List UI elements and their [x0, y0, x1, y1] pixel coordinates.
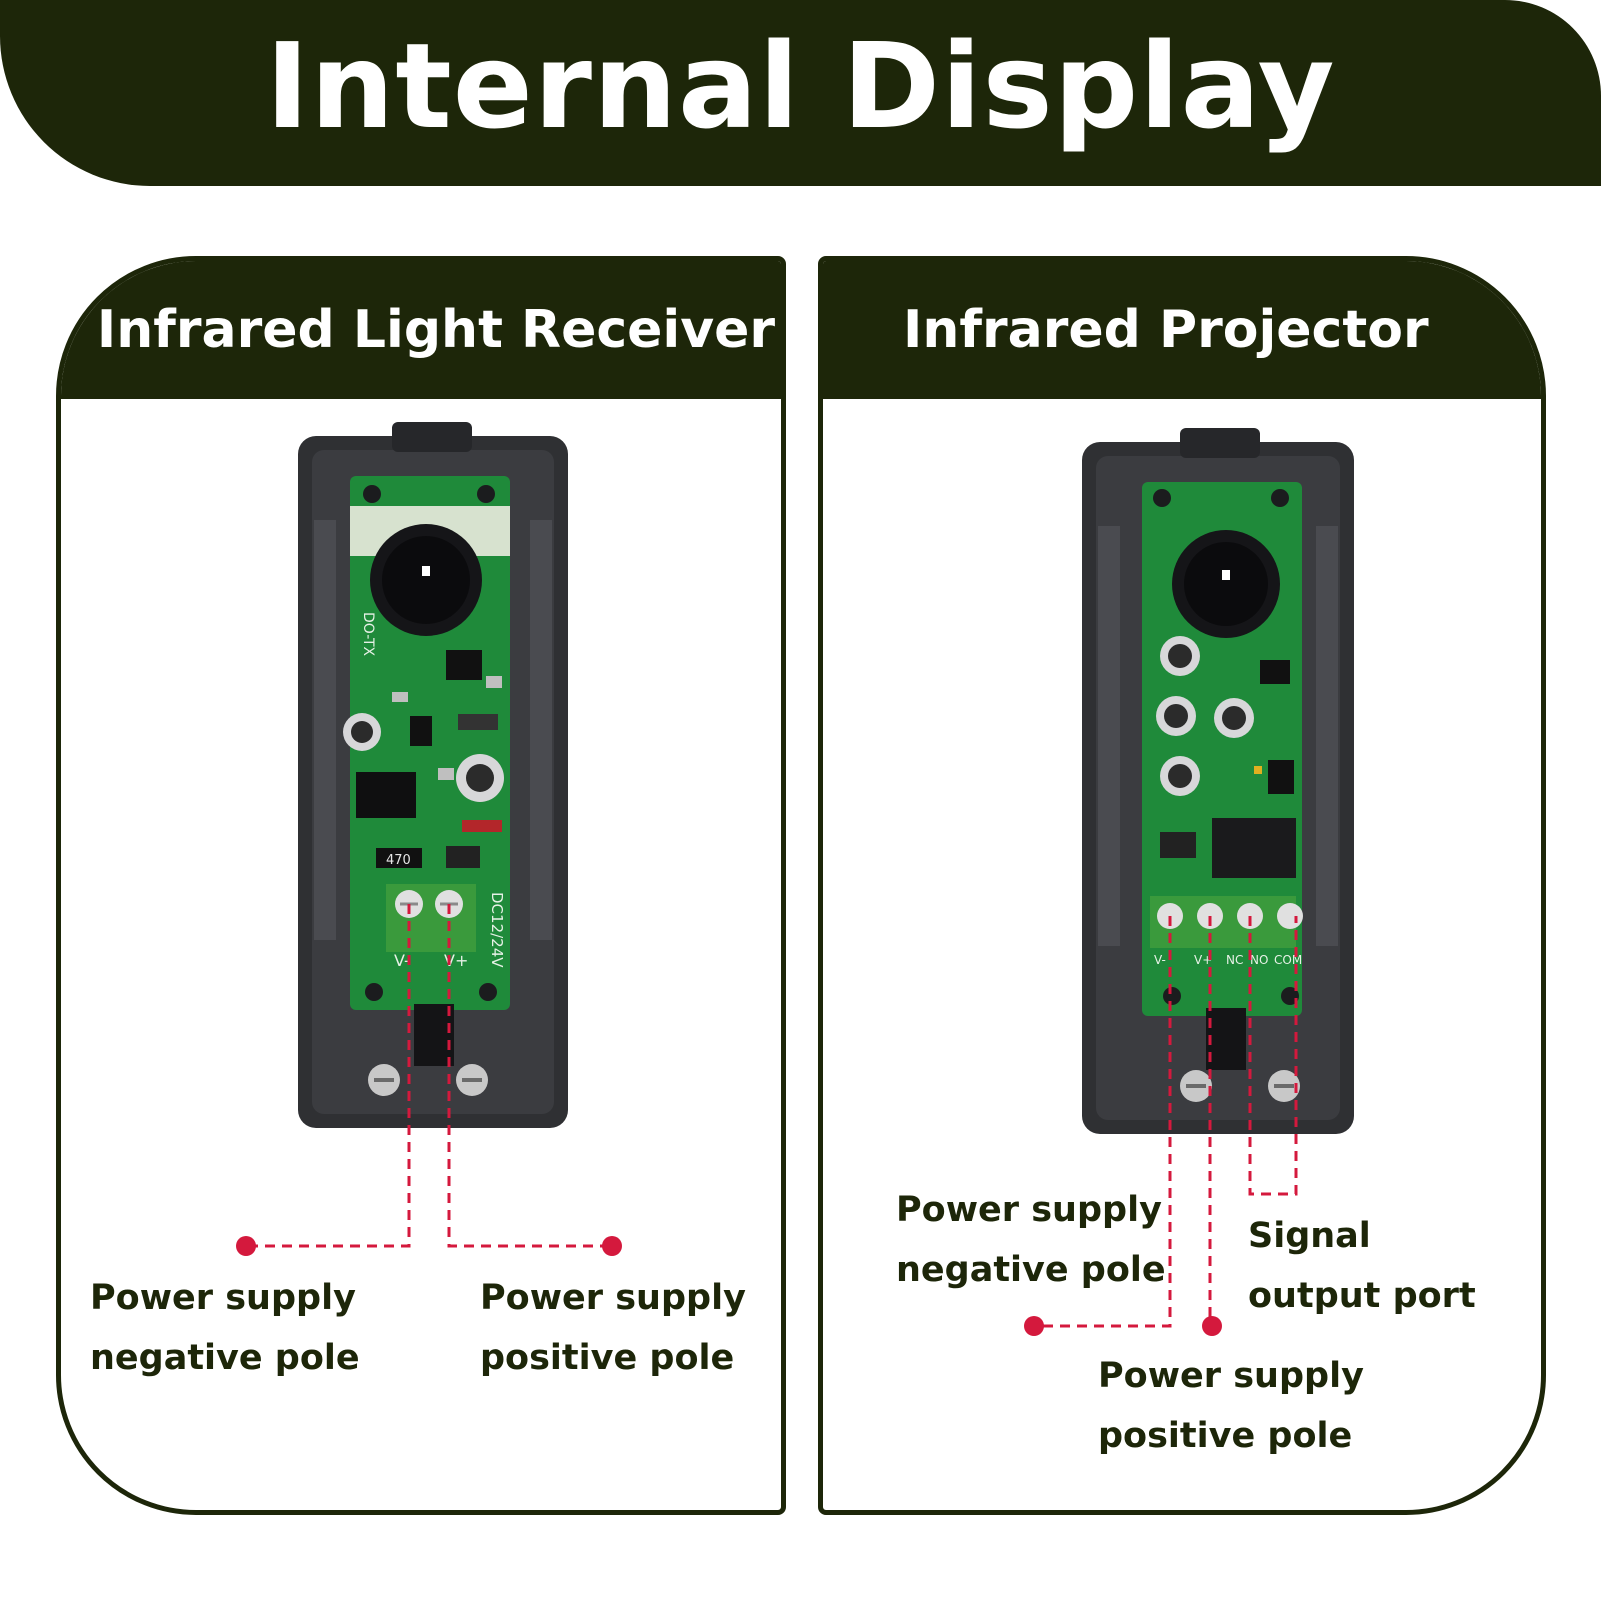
projector-positive-dot	[1202, 1316, 1222, 1336]
projector-terminal-com	[1277, 903, 1303, 929]
projector-negative-leader	[1034, 916, 1172, 1328]
receiver-positive-label: Power supply positive pole	[480, 1278, 746, 1378]
projector-signal-leader	[1248, 916, 1298, 1196]
projector-terminal-label-nc: NC	[1226, 953, 1243, 967]
receiver-negative-label: Power supply negative pole	[90, 1278, 360, 1378]
receiver-callouts	[246, 904, 612, 1248]
receiver-negative-leader	[246, 904, 411, 1248]
projector-positive-label: Power supply positive pole	[1098, 1356, 1364, 1456]
receiver-positive-dot	[602, 1236, 622, 1256]
receiver-panel: Infrared Light Receiver	[56, 256, 786, 1515]
projector-callouts	[1034, 916, 1298, 1328]
projector-terminal-label-plus: V+	[1194, 953, 1212, 967]
receiver-panel-title: Infrared Light Receiver	[61, 261, 781, 399]
receiver-voltage-print: DC12/24V	[488, 892, 506, 968]
projector-relay	[1212, 818, 1296, 878]
receiver-positive-leader	[447, 904, 612, 1248]
header-banner	[0, 0, 1601, 186]
receiver-terminal-label-minus: V-	[394, 951, 410, 970]
projector-signal-label: Signal output port	[1248, 1216, 1476, 1316]
projector-terminal-label-minus: V-	[1154, 953, 1166, 967]
projector-panel-title: Infrared Projector	[823, 261, 1541, 399]
projector-terminal-label-com: COM	[1274, 953, 1302, 967]
receiver-negative-dot	[236, 1236, 256, 1256]
page-title: Internal Display	[265, 17, 1336, 155]
receiver-device: DO-TX 470 DC12/24V V- V+	[298, 422, 568, 1128]
projector-negative-label: Power supply negative pole	[896, 1190, 1166, 1290]
receiver-resistor-print: 470	[386, 853, 411, 868]
receiver-model-print: DO-TX	[360, 612, 376, 657]
projector-negative-dot	[1024, 1316, 1044, 1336]
projector-device: V- V+ NC NO COM	[1082, 428, 1354, 1134]
projector-terminal-label-no: NO	[1250, 953, 1268, 967]
